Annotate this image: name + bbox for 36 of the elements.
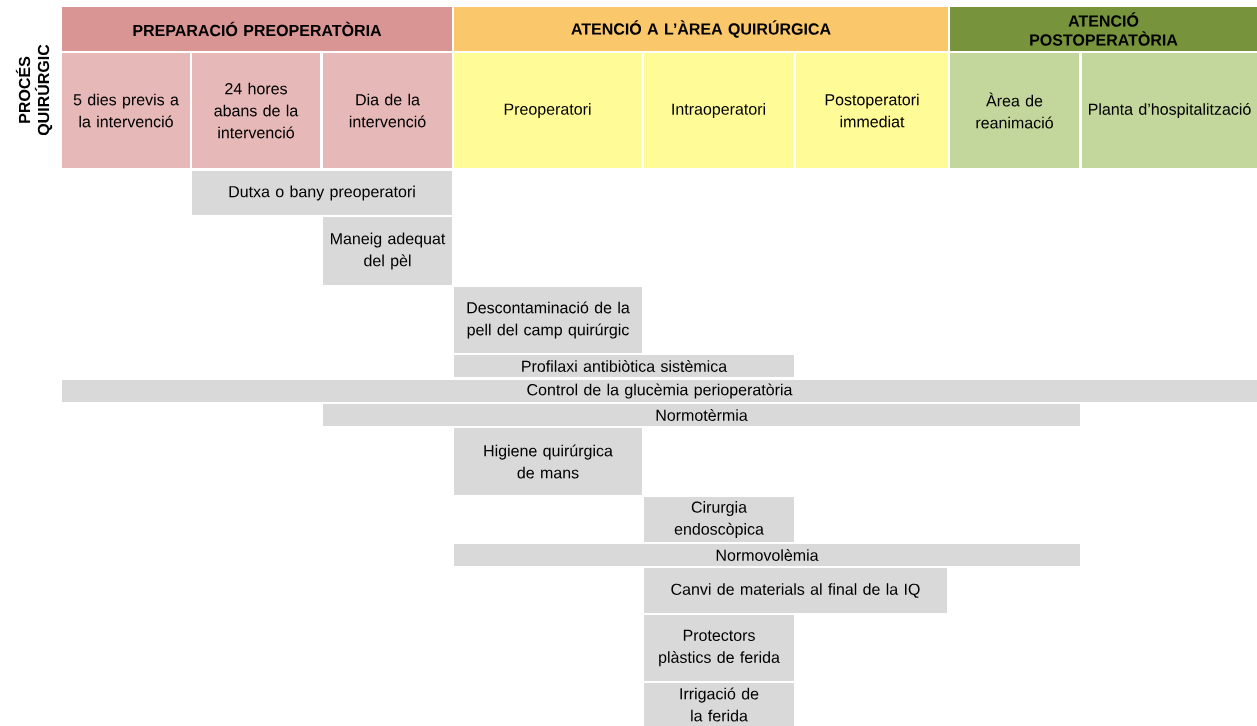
- period-cell: Dia de la intervenció: [323, 53, 452, 168]
- period-cell: Intraoperatori: [644, 53, 793, 168]
- measure-bar: Protectors plàstics de ferida: [644, 615, 794, 681]
- node-label: Control de la glucèmia perioperatòria: [527, 383, 793, 399]
- measure-bar: Profilaxi antibiòtica sistèmica: [454, 355, 794, 377]
- measure-bar: Dutxa o bany preoperatori: [192, 171, 452, 215]
- node-label: Canvi de materials al final de la IQ: [671, 583, 920, 598]
- measure-bar: Irrigació de la ferida: [644, 683, 794, 726]
- measure-bar: Higiene quirúrgica de mans: [454, 428, 642, 495]
- node-label: Profilaxi antibiòtica sistèmica: [522, 360, 728, 372]
- period-cell: 24 hores abans de la intervenció: [192, 53, 320, 168]
- node-label: Maneig adequat del pèl: [331, 232, 446, 270]
- phase-header: ATENCIÓ POSTOPERATÒRIA: [950, 7, 1257, 51]
- period-cell: Preoperatori: [454, 53, 641, 168]
- node-label: Descontaminació de la pell del camp quirúrgic: [467, 301, 630, 339]
- period-cell: Planta d’hospitalització: [1082, 53, 1257, 168]
- node-label: Higiene quirúrgica de mans: [484, 444, 613, 479]
- measure-bar: Maneig adequat del pèl: [323, 217, 452, 285]
- node-label: 24 hores abans de la intervenció: [214, 82, 299, 139]
- measure-bar: Descontaminació de la pell del camp quirúrgic: [454, 287, 642, 353]
- measure-bar: Canvi de materials al final de la IQ: [644, 568, 947, 613]
- phase-header: ATENCIÓ A L’ÀREA QUIRÚRGICA: [454, 7, 948, 51]
- node-label: 5 dies previs a la intervenció: [73, 93, 179, 128]
- node-label: Protectors plàstics de ferida: [659, 629, 780, 667]
- period-cell: 5 dies previs a la intervenció: [62, 53, 190, 168]
- node-label: Normotèrmia: [656, 409, 748, 421]
- node-label: Cirurgia endoscòpica: [674, 501, 764, 538]
- side-heading: PROCÉS QUIRÚRGIC: [15, 44, 53, 136]
- phase-header: PREPARACIÓ PREOPERATÒRIA: [62, 7, 452, 51]
- measure-bar: Cirurgia endoscòpica: [644, 497, 794, 542]
- period-cell: Àrea de reanimació: [950, 53, 1079, 168]
- measure-bar: Control de la glucèmia perioperatòria: [62, 380, 1257, 402]
- node-label: Irrigació de la ferida: [680, 687, 759, 722]
- period-cell: Postoperatori immediat: [796, 53, 948, 168]
- measure-bar: Normovolèmia: [454, 544, 1080, 566]
- measure-bar: Normotèrmia: [323, 404, 1080, 426]
